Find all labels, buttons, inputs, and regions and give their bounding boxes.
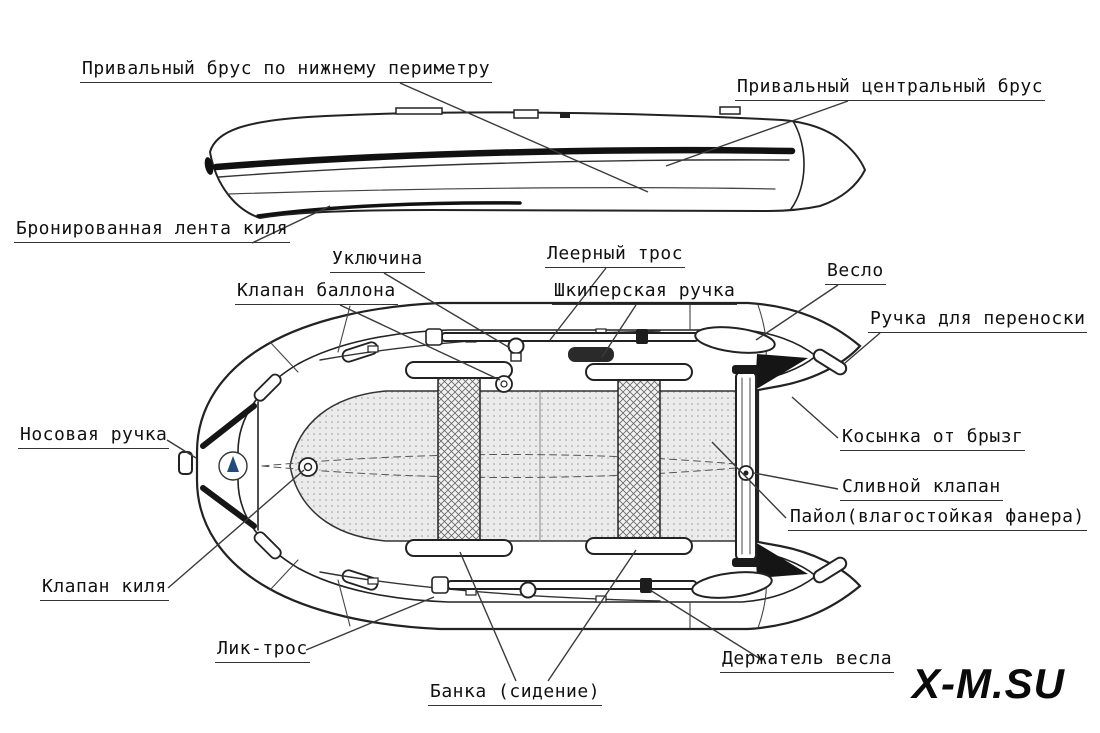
bow-dark-edge-bottom bbox=[200, 485, 257, 529]
leader-rub-strake-lower bbox=[399, 82, 649, 193]
keel-contour-upper bbox=[261, 453, 737, 467]
oar-holder-bottom bbox=[640, 578, 652, 593]
leader-oar-holder bbox=[649, 589, 763, 661]
splash-gusset-top bbox=[755, 354, 808, 390]
label-keel-tape: Бронированная лента киля bbox=[14, 218, 291, 243]
side-fitting-bar bbox=[395, 107, 443, 115]
label-rub-strake-lower: Привальный брус по нижнему периметру bbox=[80, 58, 493, 83]
label-floorboard: Пайол(влагостойкая фанера) bbox=[788, 506, 1087, 531]
label-seat: Банка (сидение) bbox=[428, 681, 603, 706]
leader-keel-valve bbox=[167, 469, 305, 589]
leader-rowlock bbox=[383, 272, 511, 349]
side-fitting-block bbox=[513, 109, 539, 119]
watermark: X-M.SU bbox=[912, 660, 1065, 707]
label-carry-handle: Ручка для переноски bbox=[868, 308, 1088, 333]
leader-seat-2 bbox=[547, 549, 637, 682]
label-bolt-rope: Лик-трос bbox=[215, 638, 310, 663]
leader-skipper-handle bbox=[601, 304, 637, 358]
carry-handle-bottom bbox=[812, 556, 848, 584]
leader-bolt-rope bbox=[305, 596, 435, 651]
transom-cap-top bbox=[732, 365, 760, 374]
bow-handle-loop bbox=[178, 451, 193, 475]
side-bow-cone-seam bbox=[790, 120, 805, 210]
leader-oar bbox=[755, 284, 839, 341]
leader-carry-handle bbox=[844, 332, 881, 364]
label-keel-valve: Клапан киля bbox=[40, 576, 169, 601]
drain-valve-dot bbox=[743, 470, 749, 476]
side-strake-line bbox=[218, 159, 790, 178]
side-hull-outline bbox=[208, 111, 867, 220]
seat-1 bbox=[437, 373, 481, 549]
leader-keel-tape bbox=[251, 205, 331, 244]
side-bow-tip bbox=[204, 157, 214, 175]
rowlock-base bbox=[510, 352, 522, 362]
oar-bottom bbox=[431, 571, 773, 599]
carry-handle-top bbox=[812, 348, 848, 376]
leader-lines bbox=[166, 82, 881, 682]
bow-logo-sail-icon bbox=[227, 456, 239, 472]
label-rowlock: Уключина bbox=[330, 248, 425, 273]
label-skipper-handle: Шкиперская ручка bbox=[552, 280, 738, 305]
leader-central-strake bbox=[665, 100, 849, 167]
leader-splash-gusset bbox=[791, 396, 839, 439]
label-central-strake: Привальный центральный брус bbox=[735, 76, 1046, 101]
tube-seams bbox=[269, 303, 767, 629]
transom-cap-bottom bbox=[732, 558, 760, 567]
side-fitting-small bbox=[560, 113, 570, 118]
rowlock-fitting-bottom bbox=[519, 581, 537, 599]
top-view bbox=[178, 301, 862, 631]
seat-rails bbox=[405, 361, 693, 557]
label-splash-gusset: Косынка от брызг bbox=[840, 426, 1026, 451]
label-bow-handle: Носовая ручка bbox=[18, 424, 170, 449]
label-oar-holder: Держатель весла bbox=[720, 648, 895, 673]
leader-floorboard bbox=[711, 441, 787, 519]
keel-contour-lower bbox=[261, 465, 737, 479]
leader-tube-valve bbox=[339, 304, 501, 381]
label-drain-valve: Сливной клапан bbox=[840, 476, 1003, 501]
oar-top bbox=[425, 326, 776, 354]
label-tube-valve: Клапан баллона bbox=[235, 280, 398, 305]
label-grab-rope: Леерный трос bbox=[545, 243, 686, 268]
tube-valve-cap bbox=[500, 380, 508, 388]
seat-2 bbox=[617, 375, 661, 547]
bow-dark-edge-top bbox=[200, 403, 257, 449]
side-view bbox=[204, 106, 867, 220]
side-hull-line bbox=[227, 187, 776, 195]
skipper-handle-fitting bbox=[568, 347, 614, 362]
leader-bow-handle bbox=[166, 439, 197, 459]
leader-seat-1 bbox=[459, 551, 517, 682]
oar-holder-top bbox=[636, 329, 648, 344]
bow-rope-handles bbox=[253, 341, 379, 591]
keel-valve-fitting bbox=[298, 457, 318, 477]
side-rub-strake-stripe bbox=[212, 146, 796, 171]
rowlock-fitting bbox=[507, 337, 525, 355]
splash-gusset-bottom bbox=[755, 542, 808, 578]
floorboard-panel bbox=[289, 390, 737, 542]
leader-drain-valve bbox=[753, 472, 839, 490]
side-fitting-stern bbox=[719, 106, 741, 115]
side-keel-armor-tape bbox=[256, 201, 522, 218]
label-oar: Весло bbox=[825, 260, 886, 285]
keel-valve-cap bbox=[303, 462, 313, 472]
